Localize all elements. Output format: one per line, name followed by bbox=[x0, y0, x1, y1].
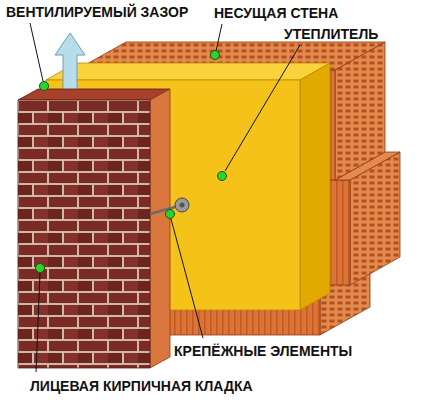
leader-line bbox=[30, 23, 43, 81]
leader-lines bbox=[30, 23, 300, 372]
insulation-side bbox=[300, 63, 330, 310]
label-holder: ЛИЦЕВАЯ КИРПИЧНАЯ КЛАДКА bbox=[30, 377, 253, 395]
brick-top bbox=[18, 89, 170, 100]
callout-label: ВЕНТИЛИРУЕМЫЙ ЗАЗОР bbox=[6, 3, 188, 21]
fastener-washer bbox=[175, 198, 189, 212]
brick-side bbox=[150, 89, 170, 368]
label-holder: ВЕНТИЛИРУЕМЫЙ ЗАЗОР bbox=[6, 3, 188, 21]
callout-label: КРЕПЁЖНЫЕ ЭЛЕМЕНТЫ bbox=[174, 342, 352, 360]
callout-label: УТЕПЛИТЕЛЬ bbox=[284, 25, 378, 43]
callout-dot bbox=[211, 51, 220, 60]
leader-line bbox=[225, 45, 300, 171]
facing-brick bbox=[18, 89, 170, 368]
callout-dot bbox=[40, 82, 49, 91]
label-holder: УТЕПЛИТЕЛЬ bbox=[284, 25, 378, 43]
fastener-pin bbox=[180, 203, 185, 208]
callout-label: НЕСУЩАЯ СТЕНА bbox=[214, 4, 338, 22]
callout-label: ЛИЦЕВАЯ КИРПИЧНАЯ КЛАДКА bbox=[30, 377, 253, 395]
callout-dots bbox=[36, 51, 227, 273]
callout-dot bbox=[36, 264, 45, 273]
leader-line bbox=[171, 219, 203, 338]
label-holder: КРЕПЁЖНЫЕ ЭЛЕМЕНТЫ bbox=[174, 342, 352, 360]
leader-line bbox=[216, 24, 222, 51]
callout-dot bbox=[166, 210, 175, 219]
leader-line bbox=[36, 273, 40, 372]
callout-dot bbox=[218, 172, 227, 181]
label-holder: НЕСУЩАЯ СТЕНА bbox=[214, 4, 338, 22]
